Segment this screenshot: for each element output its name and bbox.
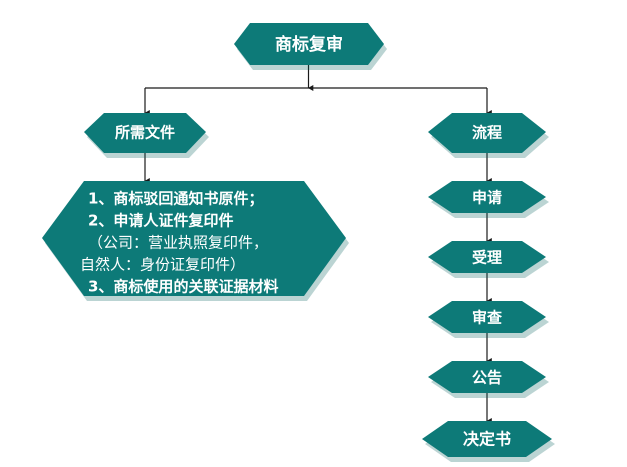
node-left-header-label: 所需文件 xyxy=(115,124,175,142)
node-document-box-shape xyxy=(42,181,346,296)
node-root[interactable]: 商标复审 xyxy=(234,23,387,70)
node-step-1-shape xyxy=(428,181,546,213)
node-left-header-shape xyxy=(84,113,206,153)
document-line-1: 1、商标驳回通知书原件； xyxy=(88,190,263,208)
document-line-5: 3、商标使用的关联证据材料 xyxy=(88,278,278,296)
node-step-4-label: 公告 xyxy=(472,369,502,387)
node-root-shape xyxy=(234,23,384,65)
node-step-4-shape xyxy=(428,361,546,393)
node-root-label: 商标复审 xyxy=(275,34,343,55)
node-step-2-shape xyxy=(428,241,546,273)
node-step-5-label: 决定书 xyxy=(463,430,511,449)
node-step-3-label: 审查 xyxy=(472,309,503,327)
node-step-3[interactable]: 审查 xyxy=(428,301,549,338)
node-step-2[interactable]: 受理 xyxy=(428,241,549,278)
node-step-3-shape xyxy=(428,301,546,333)
node-step-4[interactable]: 公告 xyxy=(428,361,549,398)
node-document-box[interactable]: 1、商标驳回通知书原件； 2、申请人证件复印件 （公司：营业执照复印件， 自然人… xyxy=(42,181,349,301)
node-right-header[interactable]: 流程 xyxy=(428,113,549,158)
document-line-3: （公司：营业执照复印件， xyxy=(88,234,268,252)
node-right-header-shape xyxy=(428,113,546,153)
document-line-2: 2、申请人证件复印件 xyxy=(88,212,233,230)
document-line-4: 自然人：身份证复印件） xyxy=(80,256,245,274)
node-right-header-label: 流程 xyxy=(472,124,502,142)
node-step-1-label: 申请 xyxy=(472,189,502,207)
node-step-5[interactable]: 决定书 xyxy=(422,421,555,462)
node-step-1[interactable]: 申请 xyxy=(428,181,549,218)
node-left-header[interactable]: 所需文件 xyxy=(84,113,209,158)
node-step-2-label: 受理 xyxy=(472,249,502,267)
node-step-5-shape xyxy=(422,421,552,457)
connector-layer xyxy=(144,65,492,424)
